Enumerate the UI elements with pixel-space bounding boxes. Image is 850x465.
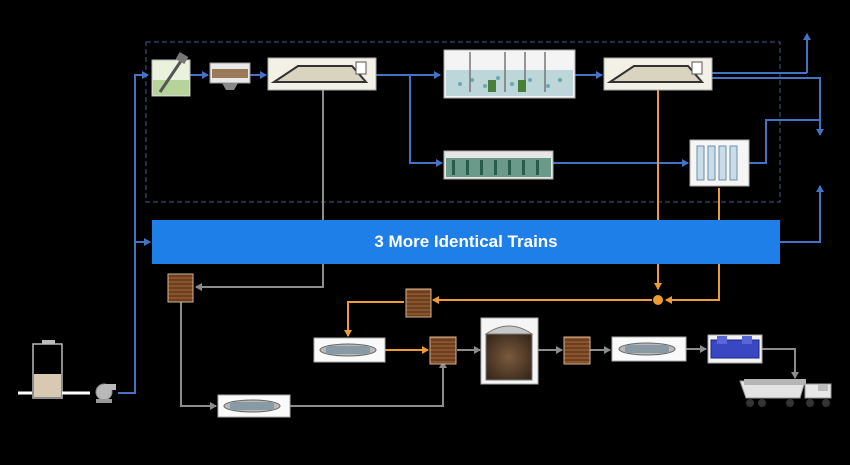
tank-to-centrifuge-line [344, 301, 404, 337]
belt-press-icon [707, 334, 763, 364]
influent-line [118, 71, 149, 394]
thickener-centrifuge-icon [217, 394, 291, 418]
primary-clarifier-icon [267, 57, 377, 91]
grit-chamber-icon [209, 62, 251, 90]
primary-tank-to-thickener-line [180, 302, 217, 410]
merge-junction-icon [653, 295, 663, 305]
aeration-basin-icon [443, 49, 576, 99]
bar-screen-icon [151, 52, 191, 97]
influent-pump-icon [95, 383, 116, 403]
filter-effluent-line [749, 119, 820, 164]
primary-sludge-tank-icon [167, 273, 194, 303]
blend-tank-icon [429, 336, 457, 365]
influent-tank-icon [18, 340, 90, 399]
secondary-clarifier-icon [603, 57, 713, 91]
digester-icon [480, 317, 539, 385]
identical-trains-banner [152, 220, 780, 264]
trains-effluent-line [780, 185, 824, 243]
membrane-filter-icon [689, 139, 750, 187]
split-to-mbr-line [409, 75, 443, 167]
dewatering-centrifuge-icon [611, 336, 687, 362]
primary-sludge-line [195, 90, 324, 291]
secondary-effluent-line-2 [712, 77, 824, 136]
recycle-sludge-tank-icon [405, 288, 432, 318]
train-boundary [145, 41, 781, 203]
press-to-truck-line [762, 348, 799, 379]
centrifuge-thickener-icon [313, 337, 386, 363]
mbr-basin-icon [443, 150, 554, 180]
haul-truck-icon [739, 379, 832, 407]
digested-sludge-tank-icon [563, 336, 591, 365]
thickener-to-blend-line [290, 361, 447, 407]
